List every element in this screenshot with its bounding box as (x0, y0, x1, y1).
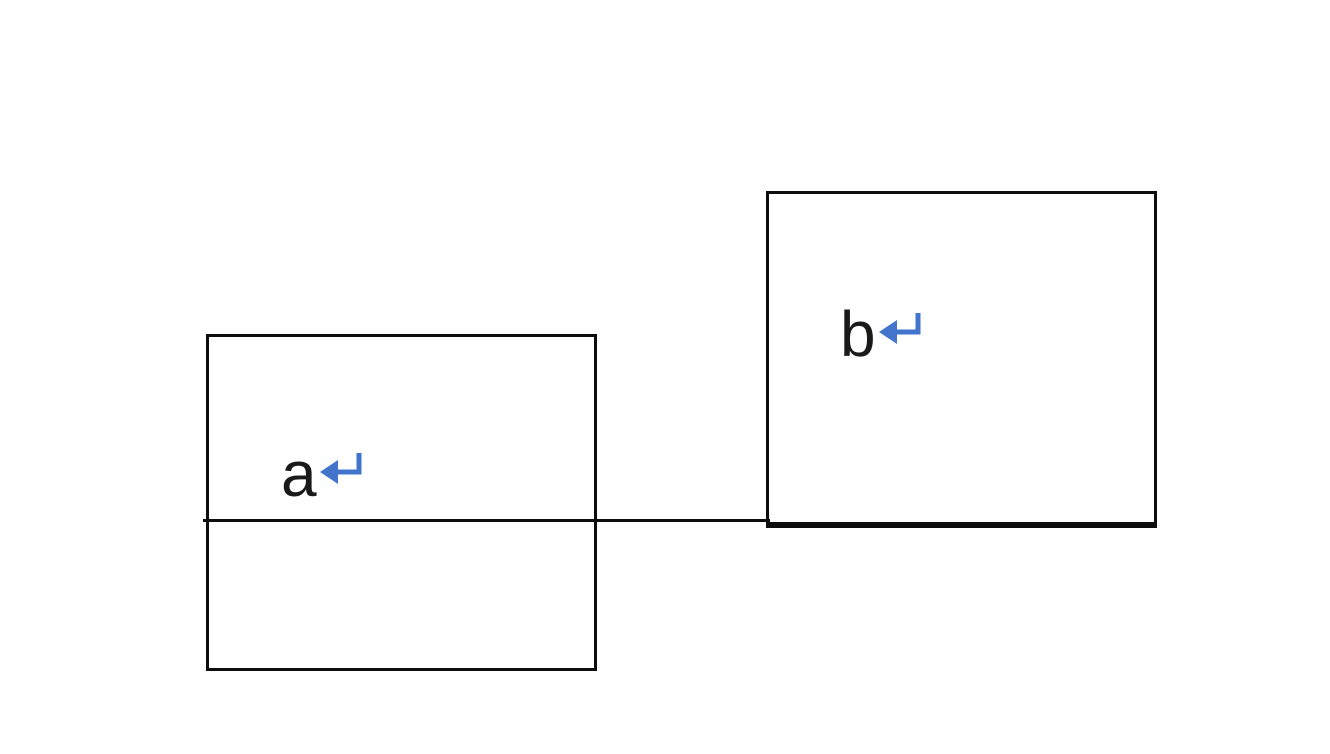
shape-a-label-text: a (281, 438, 317, 510)
shape-a-label[interactable]: a (281, 442, 363, 506)
shape-rectangle-a[interactable] (206, 334, 597, 671)
return-arrow-icon (319, 453, 362, 484)
shape-rectangle-b[interactable] (766, 191, 1157, 528)
shape-b-label-text: b (840, 298, 876, 370)
connector-line[interactable] (203, 519, 770, 522)
shape-b-label[interactable]: b (840, 302, 922, 366)
return-arrow-icon (878, 313, 921, 344)
